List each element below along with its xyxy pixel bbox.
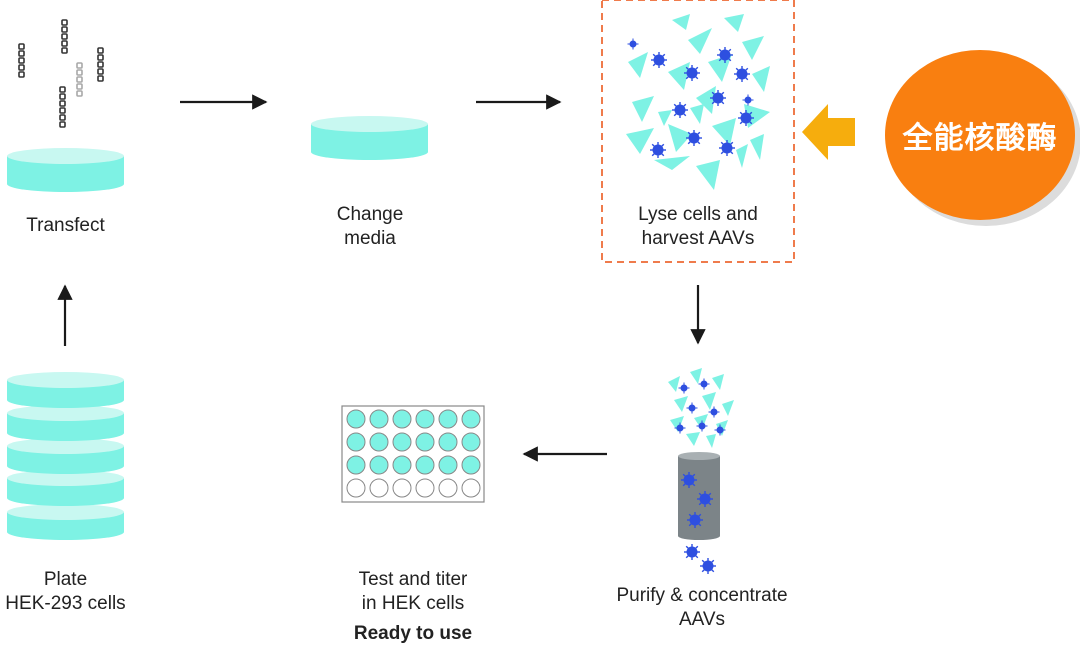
lyse-line2: harvest AAVs [641, 228, 755, 249]
purification-column [678, 452, 720, 540]
nuclease-badge: 全能核酸酶 [885, 50, 1075, 220]
purify-line1: Purify & concentrate [616, 585, 788, 606]
purify-debris-icon [668, 368, 734, 448]
change-media-line1: Change [336, 204, 404, 225]
transfect-label-text: Transfect [26, 215, 105, 236]
change-media-label: Change media [300, 203, 440, 251]
lyse-line1: Lyse cells and [638, 204, 758, 225]
lysed-cells-icon [626, 14, 770, 190]
plate-line2: HEK-293 cells [5, 593, 126, 614]
highlight-arrow-icon [802, 104, 855, 160]
plate-line1: Plate [43, 569, 88, 590]
change-media-line2: media [344, 228, 396, 249]
dna-strands-icon [18, 19, 104, 128]
transfect-dish [7, 148, 124, 192]
test-label: Test and titer in HEK cells Ready to use [323, 568, 503, 646]
plate-dish-stack [7, 372, 124, 540]
test-line1: Test and titer [358, 569, 468, 590]
test-line2: in HEK cells [361, 593, 465, 614]
nuclease-badge-text: 全能核酸酶 [902, 121, 1058, 156]
change-media-dish [311, 116, 428, 160]
purify-label: Purify & concentrate AAVs [592, 584, 812, 632]
plate-label: Plate HEK-293 cells [0, 568, 131, 616]
well-plate [341, 405, 485, 503]
purified-aav-icon [683, 543, 717, 575]
lyse-label: Lyse cells and harvest AAVs [610, 203, 786, 251]
purify-line2: AAVs [678, 609, 726, 630]
transfect-label: Transfect [0, 214, 131, 238]
ready-to-use-text: Ready to use [353, 623, 473, 644]
